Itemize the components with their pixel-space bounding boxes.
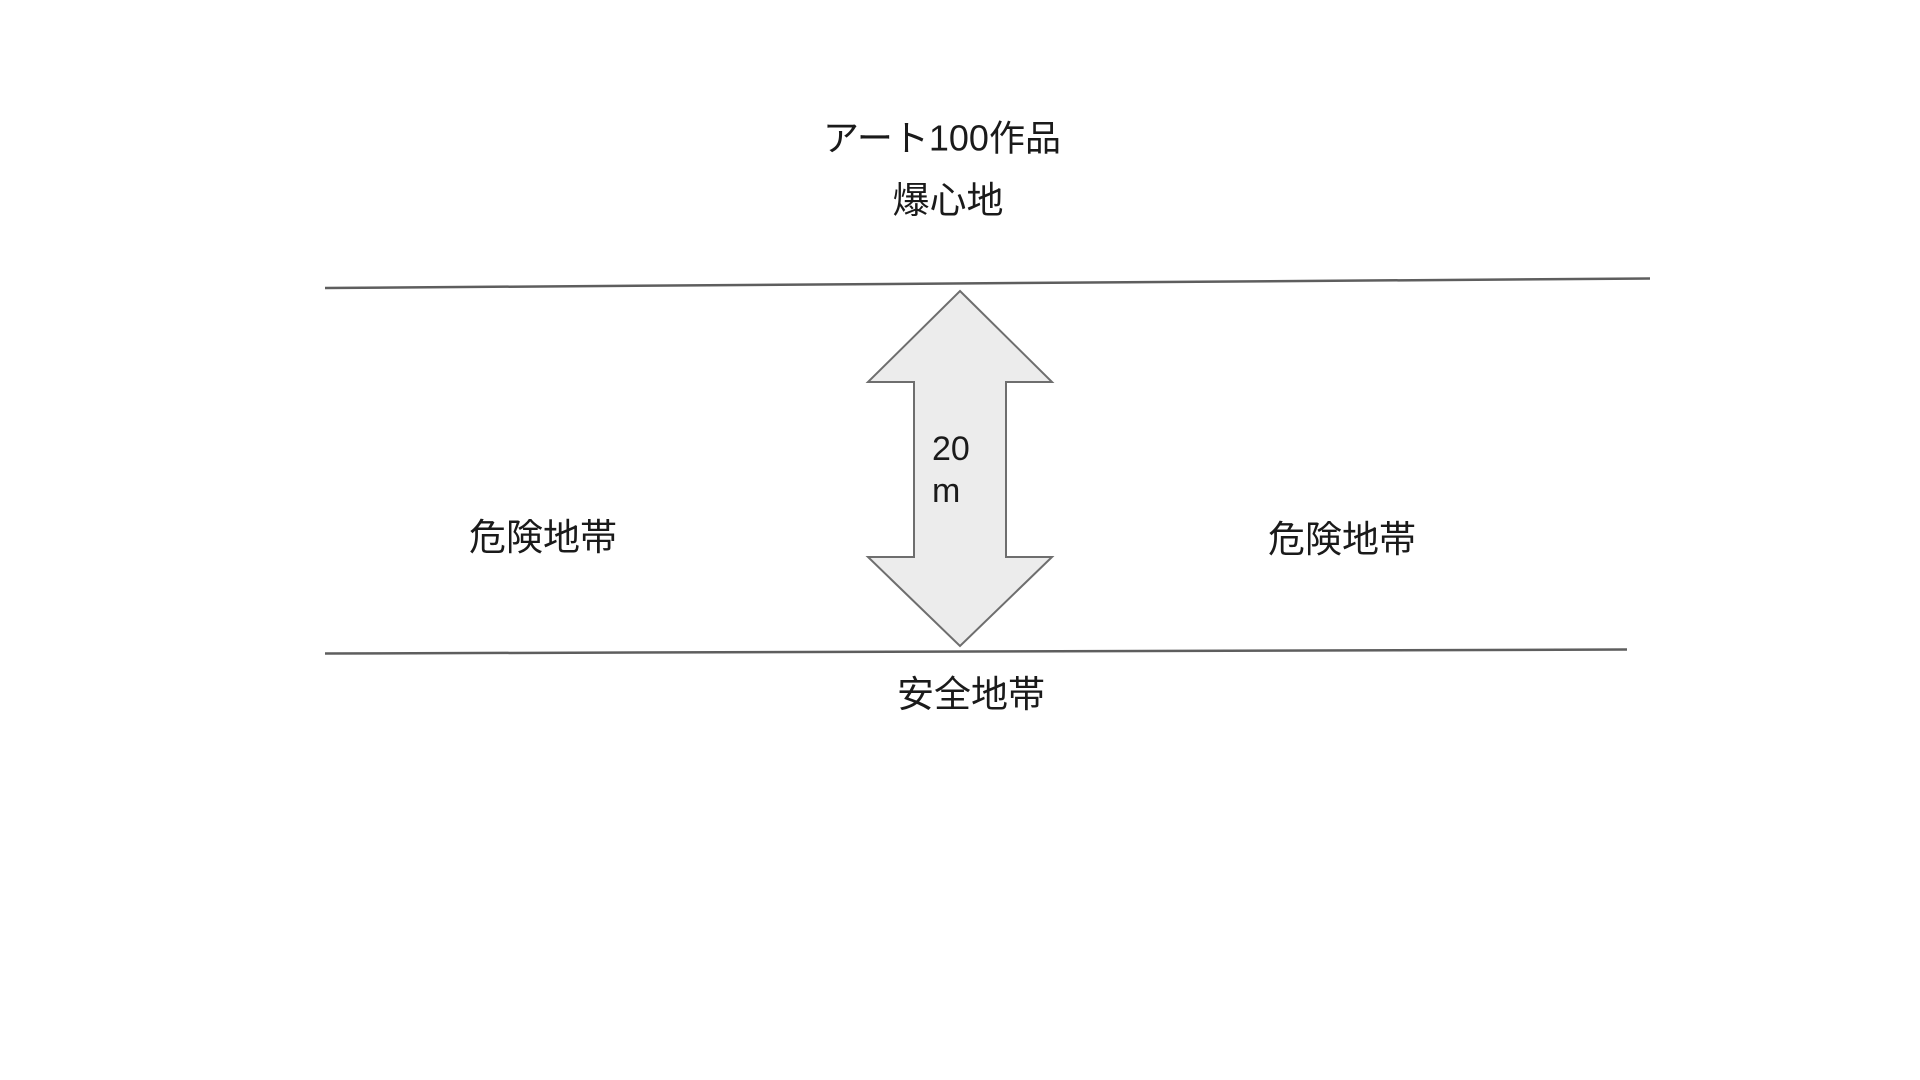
danger-zone-left-label: 危険地帯 xyxy=(469,516,617,558)
diagram-title: アート100作品 xyxy=(823,117,1061,159)
danger-zone-right-label: 危険地帯 xyxy=(1268,518,1416,560)
upper-boundary-line xyxy=(324,277,1651,290)
distance-label: 20 m xyxy=(932,428,970,512)
distance-unit: m xyxy=(932,472,961,510)
safe-zone-label: 安全地帯 xyxy=(897,673,1045,715)
lower-boundary-line xyxy=(324,648,1628,655)
vertical-double-arrow-shape xyxy=(865,289,1055,648)
epicenter-label: 爆心地 xyxy=(892,179,1004,221)
distance-value: 20 xyxy=(932,430,970,468)
